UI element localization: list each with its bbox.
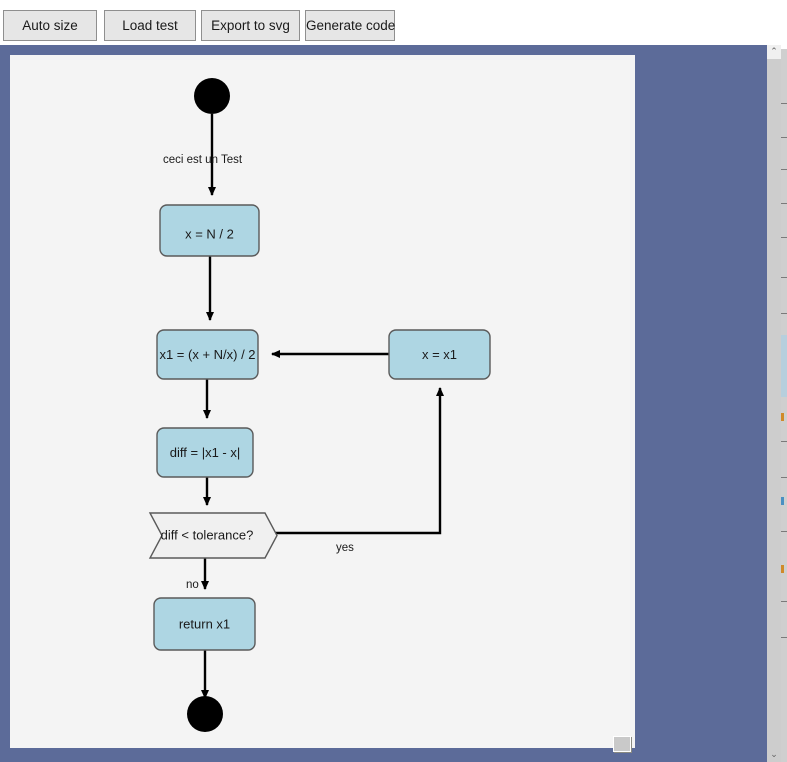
sliver-accent-marker bbox=[781, 413, 784, 421]
sliver-accent-marker bbox=[781, 565, 784, 573]
node-compute[interactable]: x1 = (x + N/x) / 2 bbox=[156, 329, 259, 380]
sliver-row bbox=[781, 277, 787, 278]
sliver-row bbox=[781, 601, 787, 602]
toolbar: Auto size Load test Export to svg Genera… bbox=[0, 0, 787, 45]
sliver-row bbox=[781, 203, 787, 204]
sliver-top-cap bbox=[781, 45, 787, 49]
node-decision[interactable]: diff < tolerance? bbox=[148, 512, 278, 559]
side-panel-clipped[interactable] bbox=[781, 45, 787, 762]
sliver-row bbox=[781, 531, 787, 532]
vertical-scrollbar[interactable]: ⌃ ⌄ bbox=[767, 45, 781, 762]
edge-label-no: no bbox=[186, 579, 199, 591]
sliver-row bbox=[781, 441, 787, 442]
sliver-row bbox=[781, 477, 787, 478]
node-label: diff = |x1 - x| bbox=[170, 445, 240, 460]
sliver-row bbox=[781, 237, 787, 238]
flowchart-diagram: x = N / 2 x1 = (x + N/x) / 2 x = x1 diff… bbox=[148, 78, 491, 732]
edge-decision-yes-to-assign bbox=[265, 387, 444, 535]
edge-label-start: ceci est un Test bbox=[163, 154, 243, 166]
sliver-accent-marker bbox=[781, 497, 784, 505]
diagram-canvas[interactable]: x = N / 2 x1 = (x + N/x) / 2 x = x1 diff… bbox=[10, 55, 635, 748]
edge-label-yes: yes bbox=[336, 542, 354, 554]
generate-code-button[interactable]: Generate code bbox=[305, 10, 395, 41]
export-to-svg-button[interactable]: Export to svg bbox=[201, 10, 300, 41]
canvas-resize-grip[interactable] bbox=[613, 736, 631, 752]
sliver-row bbox=[781, 637, 787, 638]
sliver-row bbox=[781, 137, 787, 138]
sliver-row bbox=[781, 103, 787, 104]
node-label: x = N / 2 bbox=[185, 226, 234, 241]
scroll-up-arrow-icon[interactable]: ⌃ bbox=[767, 45, 781, 59]
node-label: x = x1 bbox=[422, 347, 457, 362]
node-end[interactable] bbox=[187, 696, 223, 732]
node-label: return x1 bbox=[179, 616, 230, 631]
load-test-button[interactable]: Load test bbox=[104, 10, 196, 41]
node-assign[interactable]: x = x1 bbox=[388, 329, 491, 380]
sliver-selected-row bbox=[781, 335, 787, 397]
scroll-down-arrow-icon[interactable]: ⌄ bbox=[767, 748, 781, 762]
node-return[interactable]: return x1 bbox=[153, 597, 256, 651]
node-label: x1 = (x + N/x) / 2 bbox=[159, 347, 255, 362]
node-label: diff < tolerance? bbox=[161, 527, 254, 542]
sliver-row bbox=[781, 313, 787, 314]
sliver-row bbox=[781, 169, 787, 170]
node-diff[interactable]: diff = |x1 - x| bbox=[156, 427, 254, 478]
auto-size-button[interactable]: Auto size bbox=[3, 10, 97, 41]
node-start[interactable] bbox=[194, 78, 230, 114]
node-init-x[interactable]: x = N / 2 bbox=[159, 204, 260, 257]
